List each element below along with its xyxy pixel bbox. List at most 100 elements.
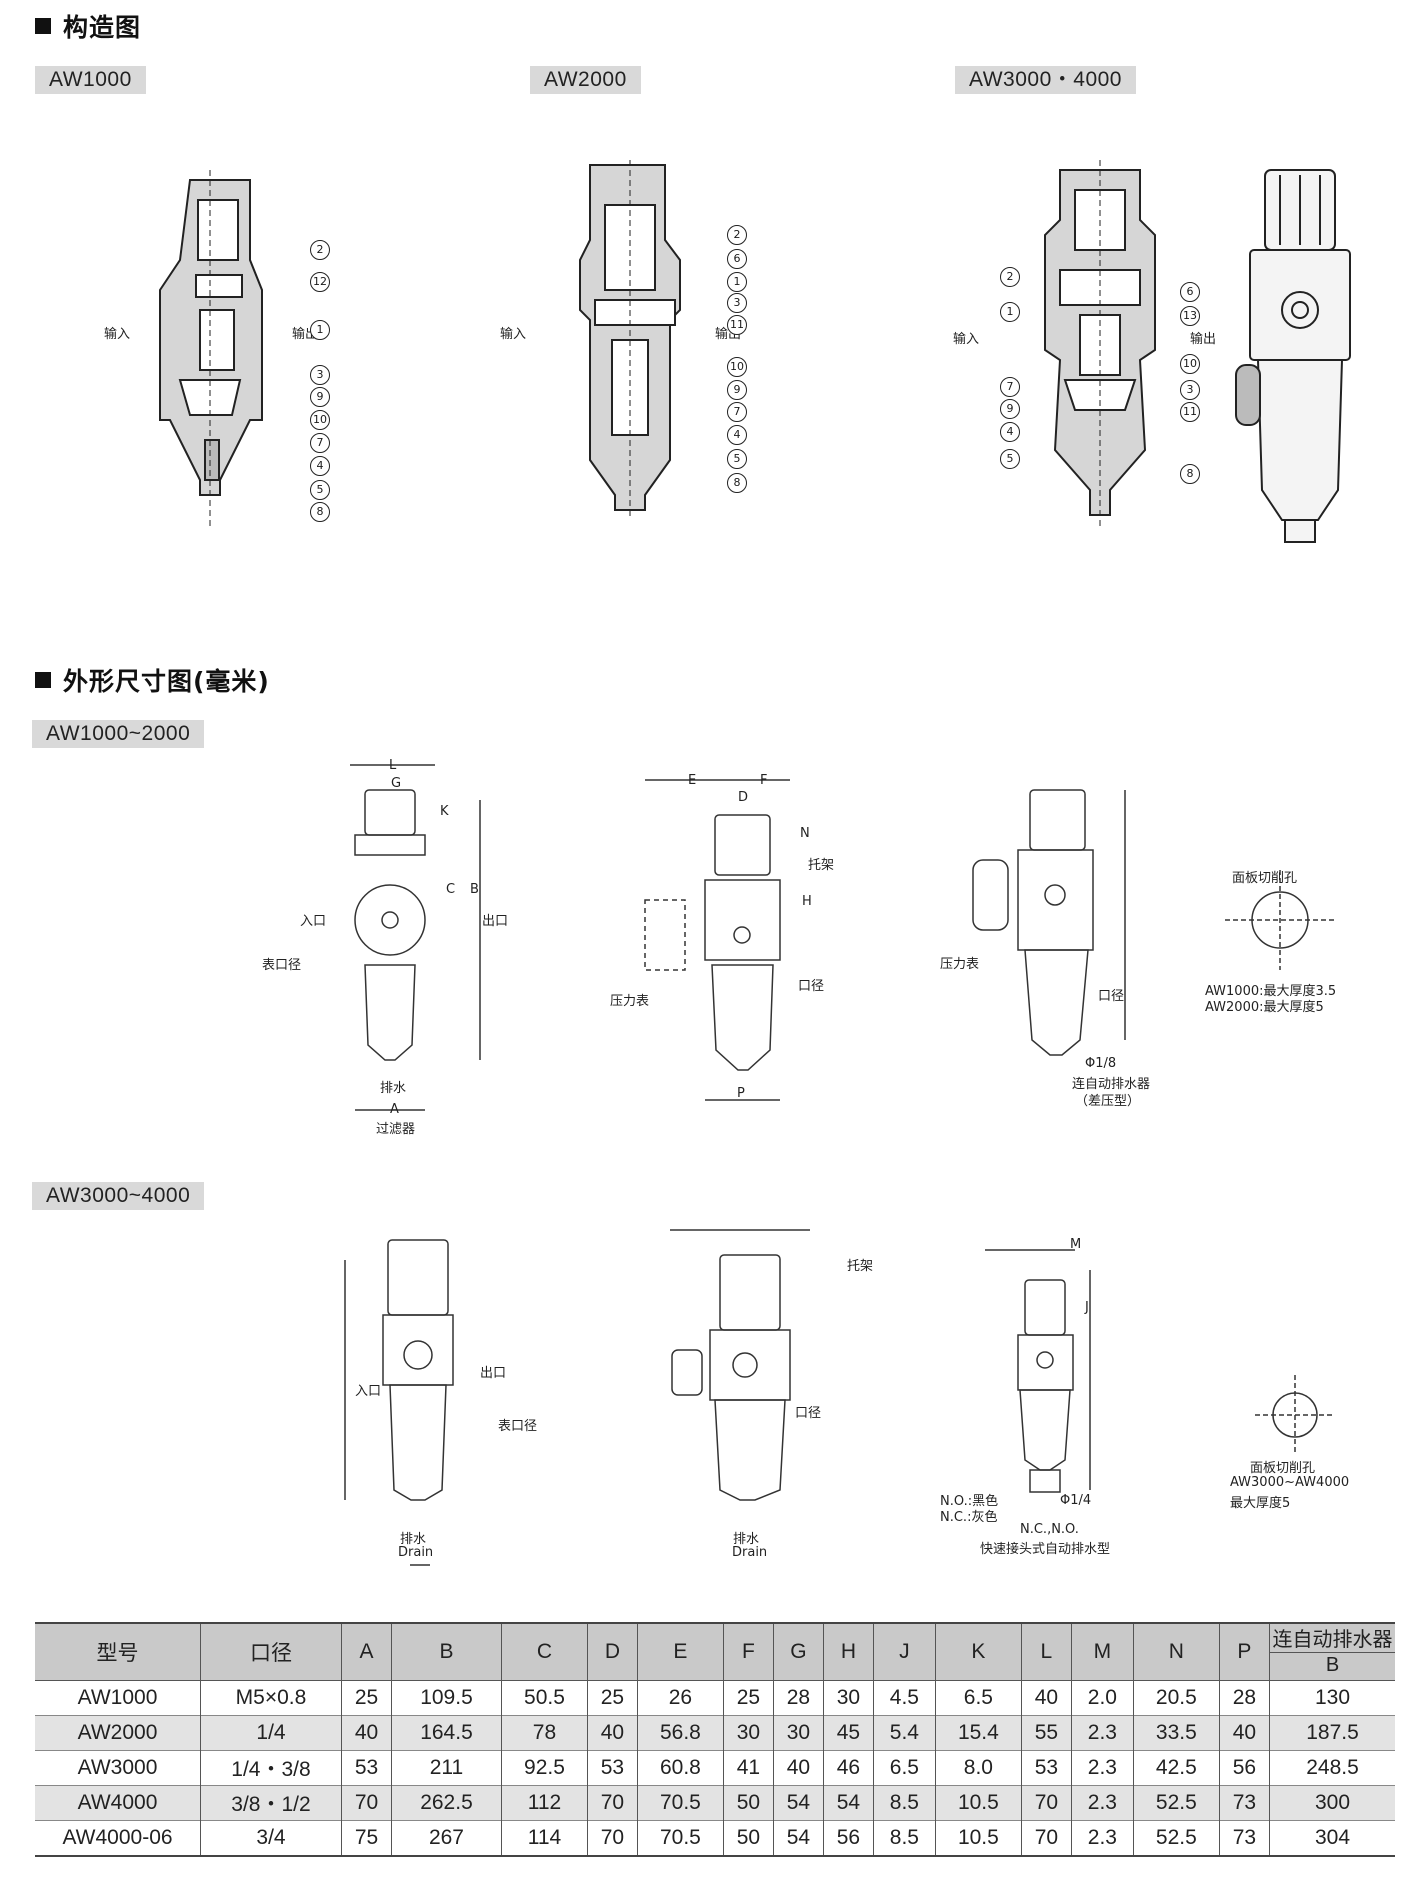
aw1000-front-dimension: [350, 764, 481, 1111]
table-cell: 3/4: [200, 1820, 342, 1856]
table-cell: 2.3: [1070, 1785, 1134, 1821]
table-cell: 1/4・3/8: [200, 1750, 342, 1786]
table-header-cell: F: [722, 1623, 774, 1681]
table-cell: AW4000-06: [62, 1826, 173, 1849]
phi14-label: Φ1/4: [1060, 1493, 1092, 1508]
callout-aw2000-callouts-4: 11: [727, 315, 747, 335]
aw2000-side-dimension: [644, 779, 790, 1101]
table-cell: 52.5: [1132, 1785, 1220, 1821]
bracket-label-1: 托架: [808, 858, 835, 873]
table-cell: 8.5: [872, 1820, 936, 1856]
callout-aw2000-callouts-9: 5: [727, 449, 747, 469]
table-cell: 70: [586, 1820, 638, 1856]
square-bullet-icon: [35, 18, 51, 34]
outlet-label-2: 出口: [480, 1366, 507, 1381]
aw3000-outlet-label: 输出: [1190, 332, 1217, 347]
table-cell: 130: [1269, 1680, 1395, 1716]
table-cell: 2.3: [1070, 1715, 1134, 1751]
aw1000-section-drawing: [159, 170, 263, 530]
callout-aw1000-callouts-3: 3: [310, 365, 330, 385]
table-cell: 10.5: [934, 1820, 1022, 1856]
table-cell: 6.5: [934, 1680, 1022, 1716]
callout-aw2000-callouts-8: 4: [727, 425, 747, 445]
callout-aw3000-callouts-right-3: 3: [1180, 380, 1200, 400]
tag-aw1000-2000: AW1000~2000: [32, 720, 205, 748]
table-cell: 30: [822, 1680, 874, 1716]
callout-aw2000-callouts-6: 9: [727, 380, 747, 400]
aw2000-section-drawing: [579, 160, 681, 520]
table-header-cell: J: [872, 1623, 936, 1681]
callout-aw1000-callouts-2: 1: [310, 320, 330, 340]
callout-aw2000-callouts-7: 7: [727, 402, 747, 422]
gauge-label-2: 压力表: [940, 957, 980, 972]
port-label-2: 口径: [1098, 989, 1125, 1004]
table-cell: 164.5: [391, 1715, 502, 1751]
callout-aw3000-callouts-right-5: 8: [1180, 464, 1200, 484]
aw2000-inlet-label: 输入: [500, 327, 527, 342]
diff-pressure-label: （差压型）: [1075, 1094, 1141, 1109]
no-black-label: N.O.:黑色: [940, 1494, 999, 1509]
callout-aw1000-callouts-7: 4: [310, 456, 330, 476]
drain-en-label-2: Drain: [398, 1545, 434, 1560]
table-cell: 28: [772, 1680, 824, 1716]
table-cell: 56: [1218, 1750, 1270, 1786]
square-bullet-icon: [35, 672, 51, 688]
table-cell: 26: [636, 1680, 724, 1716]
dim-letter-A: A: [390, 1102, 399, 1117]
table-header-cell: B: [391, 1623, 502, 1681]
aw3000-auto-drain-dimension: [985, 1249, 1091, 1493]
table-cell: 46: [822, 1750, 874, 1786]
dim-letter-F: F: [760, 773, 768, 788]
table-cell: 114: [500, 1820, 588, 1856]
dim-letter-P: P: [737, 1086, 745, 1101]
dimension-drawings: [344, 764, 1335, 1566]
table-cell: 30: [772, 1715, 824, 1751]
dim-letter-H: H: [802, 894, 812, 909]
callout-aw3000-callouts-left-0: 2: [1000, 267, 1020, 287]
table-cell: 267: [391, 1820, 502, 1856]
table-cell: 53: [341, 1750, 392, 1786]
dim-letter-E: E: [688, 773, 697, 788]
tag-aw3000-4000-dim: AW3000~4000: [32, 1182, 205, 1210]
callout-aw1000-callouts-8: 5: [310, 480, 330, 500]
tag-aw2000: AW2000: [530, 66, 641, 94]
table-cell: 40: [1020, 1680, 1072, 1716]
aw1000-thickness-label: AW1000:最大厚度3.5: [1205, 984, 1337, 999]
table-cell: 211: [391, 1750, 502, 1786]
table-cell: 6.5: [872, 1750, 936, 1786]
table-cell: 41: [722, 1750, 774, 1786]
callout-aw2000-callouts-0: 2: [727, 225, 747, 245]
callout-aw2000-callouts-5: 10: [727, 357, 747, 377]
panel-hole-label-1: 面板切削孔: [1232, 871, 1298, 886]
table-cell: 25: [586, 1680, 638, 1716]
table-cell: 109.5: [391, 1680, 502, 1716]
structure-section-title: 构造图: [35, 8, 141, 44]
header-auto-drain-label: 连自动排水器: [1270, 1628, 1395, 1653]
callout-aw2000-callouts-2: 1: [727, 272, 747, 292]
dim-letter-N: N: [800, 826, 810, 841]
table-cell: 73: [1218, 1785, 1270, 1821]
dim-letter-C: C: [446, 882, 456, 897]
aw3000-front-dimension: [344, 1239, 454, 1566]
filter-label: 过滤器: [376, 1122, 416, 1137]
header-auto-drain-b: B: [1325, 1653, 1340, 1676]
callout-aw3000-callouts-left-5: 5: [1000, 449, 1020, 469]
table-cell: 54: [772, 1785, 824, 1821]
table-cell: 2.3: [1070, 1820, 1134, 1856]
table-cell: 70.5: [636, 1820, 724, 1856]
tag-aw3000-4000: AW3000・4000: [955, 66, 1136, 94]
callout-aw2000-callouts-3: 3: [727, 293, 747, 313]
aw2000-gauge-dimension: [972, 789, 1126, 1056]
table-cell: 5.4: [872, 1715, 936, 1751]
bracket-label-2: 托架: [847, 1259, 874, 1274]
auto-drain-label: 连自动排水器: [1072, 1077, 1151, 1092]
table-cell: 75: [341, 1820, 392, 1856]
table-cell: 42.5: [1132, 1750, 1220, 1786]
structure-drawings: [159, 160, 1351, 543]
dim-letter-B: B: [470, 882, 479, 897]
table-cell: 56.8: [636, 1715, 724, 1751]
table-cell: 40: [586, 1715, 638, 1751]
